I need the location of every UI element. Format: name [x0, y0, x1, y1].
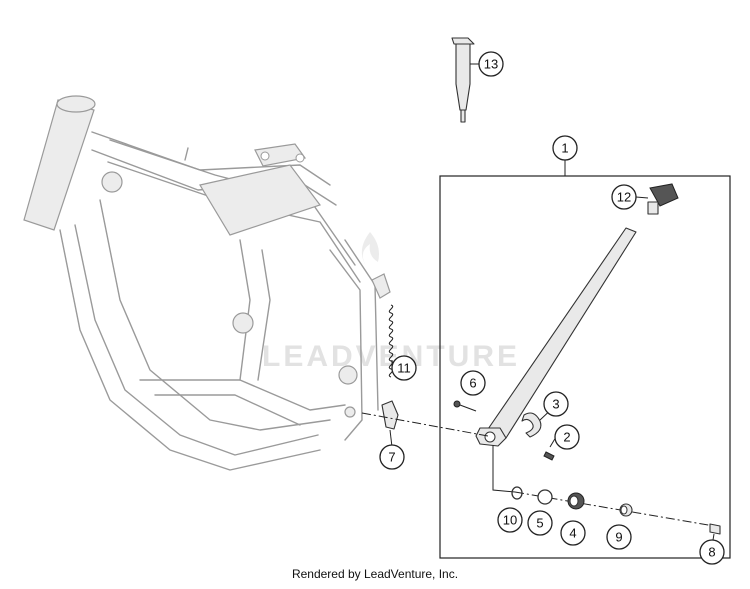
callout-6: 6 — [460, 370, 486, 396]
part-13-tool — [451, 37, 475, 123]
svg-text:6: 6 — [469, 376, 476, 391]
callout-12: 12 — [611, 184, 637, 210]
callout-9: 9 — [606, 524, 632, 550]
svg-text:7: 7 — [388, 450, 395, 465]
callout-10: 10 — [497, 507, 523, 533]
part-10-ring — [511, 486, 523, 500]
callout-11: 11 — [391, 355, 417, 381]
part-11-spring — [388, 304, 394, 378]
watermark: LEADVENTURE — [262, 232, 517, 373]
svg-text:10: 10 — [503, 513, 517, 528]
callout-7: 7 — [379, 444, 405, 470]
part-4-bushing — [567, 492, 585, 510]
callout-5: 5 — [527, 510, 553, 536]
svg-text:2: 2 — [563, 430, 570, 445]
callout-3: 3 — [543, 391, 569, 417]
motorcycle-frame — [23, 95, 391, 471]
part-3-bracket — [521, 412, 542, 438]
svg-text:8: 8 — [708, 545, 715, 560]
callout-2: 2 — [554, 424, 580, 450]
part-5-washer — [537, 489, 553, 505]
callout-8: 8 — [699, 539, 725, 565]
part-2-screw — [543, 451, 555, 461]
part-8-bolt — [709, 523, 721, 535]
svg-text:3: 3 — [552, 397, 559, 412]
side-stand — [475, 227, 637, 447]
part-7-bracket — [381, 400, 399, 430]
svg-text:4: 4 — [569, 526, 576, 541]
callout-4: 4 — [560, 520, 586, 546]
kit-box — [439, 175, 731, 559]
part-12-foot-pad — [647, 183, 679, 215]
callout-1: 1 — [552, 135, 578, 161]
callout-leaders — [389, 63, 715, 547]
footer-credit: Rendered by LeadVenture, Inc. — [291, 567, 459, 581]
svg-text:11: 11 — [397, 361, 411, 376]
callout-13: 13 — [478, 51, 504, 77]
axle-line-upper — [361, 412, 489, 437]
part-6-screw — [453, 400, 477, 412]
svg-text:13: 13 — [484, 57, 498, 72]
axle-line-drop — [492, 445, 516, 493]
part-9-sleeve — [619, 503, 633, 517]
svg-text:12: 12 — [617, 190, 631, 205]
svg-text:9: 9 — [615, 530, 622, 545]
svg-text:5: 5 — [536, 516, 543, 531]
svg-text:1: 1 — [561, 141, 568, 156]
